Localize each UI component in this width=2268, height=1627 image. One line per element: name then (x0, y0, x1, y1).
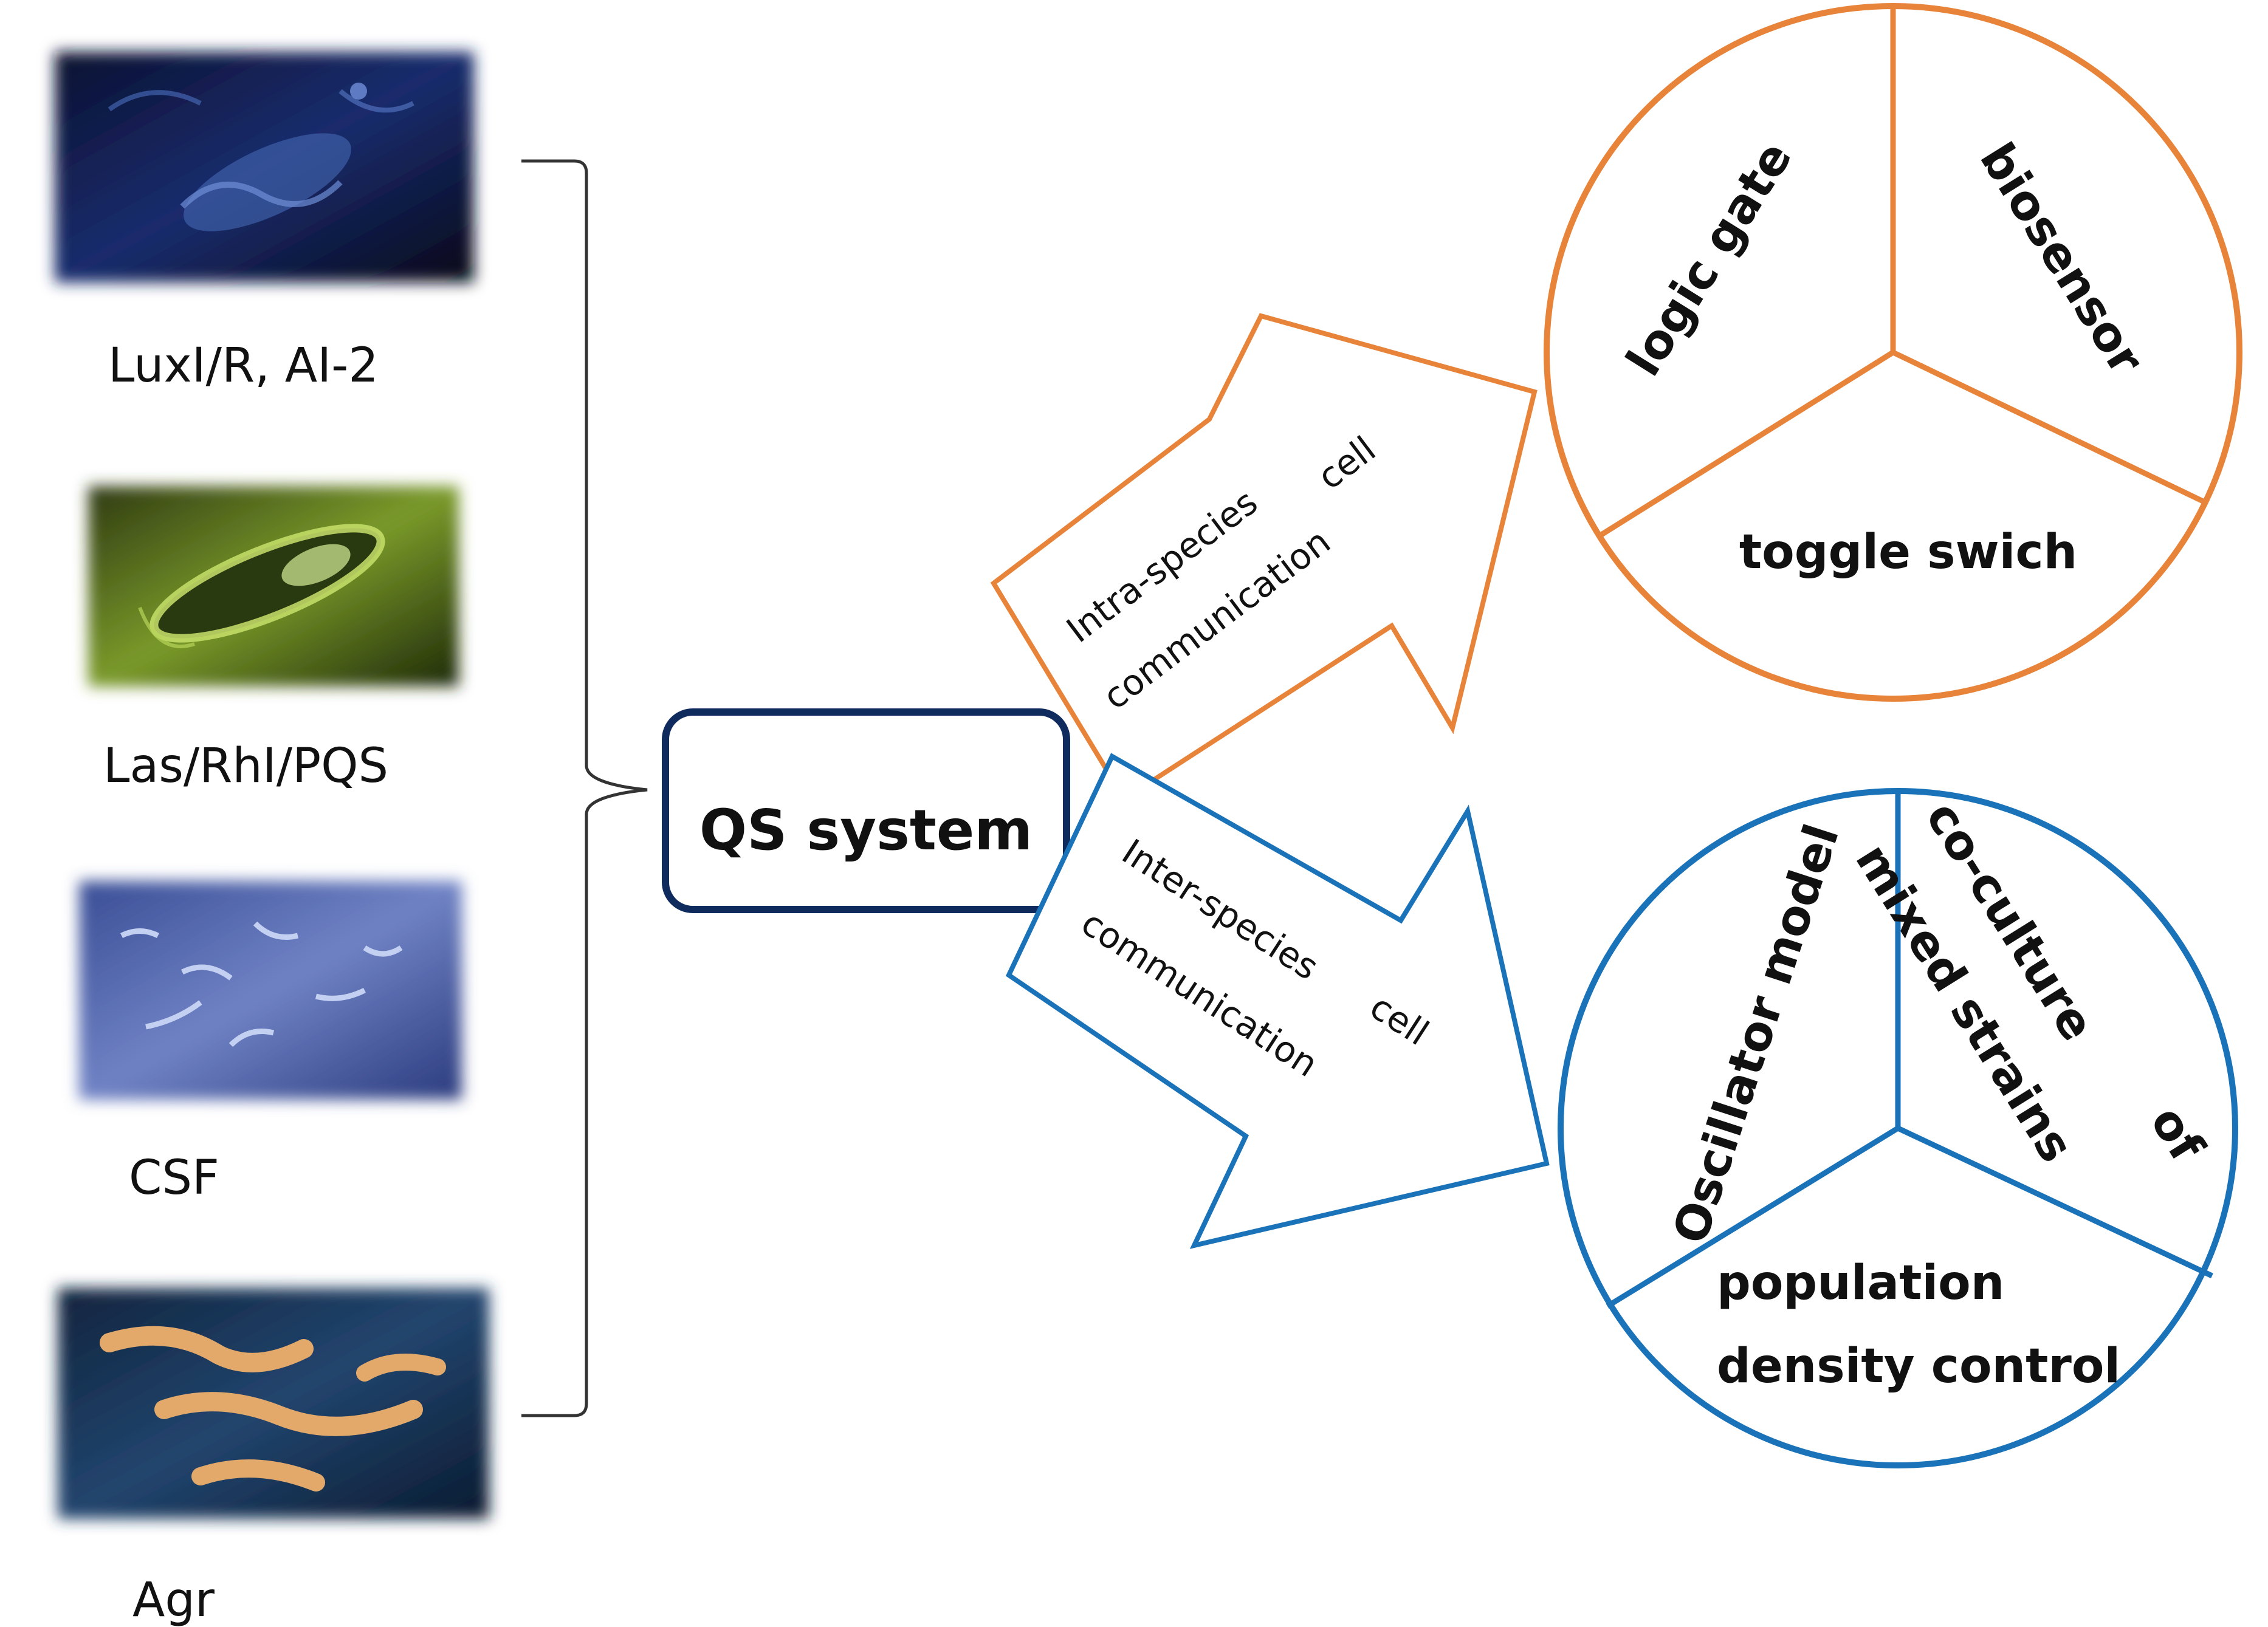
intra-species-arrow: Intra-species cell communication (990, 313, 1538, 803)
bacillus-micrograph (79, 881, 462, 1100)
organism-label-las: Las/RhI/PQS (103, 739, 388, 793)
organism-label-luxi: LuxI/R, AI-2 (108, 338, 379, 393)
inter-pie-divider-right (1897, 1125, 2213, 1279)
intra-pie-divider-right (1892, 349, 2204, 504)
qs-system-label: QS system (699, 798, 1033, 863)
inter-applications-pie: Oscillator model co-culture mixed strain… (1558, 788, 2238, 1468)
grouping-bracket (521, 159, 648, 1417)
pie-segment-population: population (1717, 1256, 2004, 1310)
organism-label-agr: Agr (132, 1573, 215, 1627)
pie-segment-density-control: density control (1717, 1339, 2120, 1394)
inter-species-arrow: Inter-species cell communication (1005, 753, 1550, 1249)
qs-system-box: QS system (662, 708, 1070, 913)
vibrio-squid-photo (55, 52, 474, 283)
staphylococcus-micrograph (58, 1288, 489, 1519)
intra-pie-divider-left (1598, 350, 1895, 538)
pseudomonas-micrograph (88, 486, 459, 687)
inter-pie-divider-left (1606, 1126, 1900, 1309)
pie-segment-toggle-switch: toggle swich (1739, 525, 2077, 580)
intra-applications-pie: logic gate biosensor toggle swich (1544, 3, 2242, 702)
organism-label-csf: CSF (129, 1151, 219, 1205)
